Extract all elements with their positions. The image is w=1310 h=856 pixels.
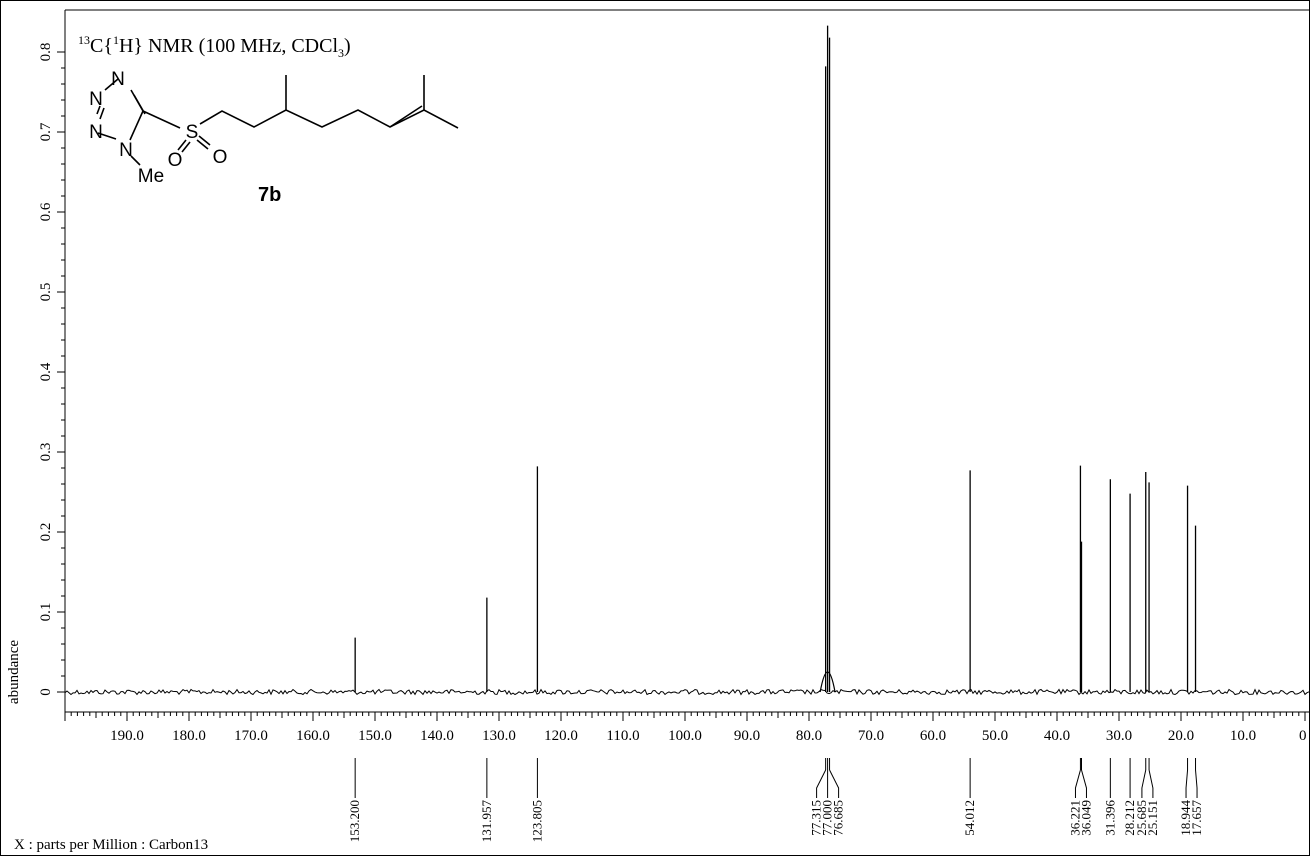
peak-label-text: 25.151 — [1145, 800, 1160, 836]
y-tick-label: 0.3 — [38, 443, 54, 462]
atom-n-top: N — [111, 69, 125, 90]
y-axis-label: abundance — [6, 640, 22, 704]
x-tick-label: 40.0 — [1044, 728, 1070, 744]
title-isotope: 13 — [78, 33, 90, 47]
peak-label-text: 25.685 — [1134, 800, 1149, 836]
x-axis-label: X : parts per Million : Carbon13 — [14, 837, 208, 853]
y-axis-ticks: 0 0.1 0.2 0.3 0.4 0.5 0.6 0.7 0.8 — [38, 43, 65, 696]
chart-title: 13C{1H} NMR (100 MHz, CDCl3) — [78, 33, 351, 60]
x-tick-label: 0 — [1299, 728, 1307, 744]
x-tick-label: 50.0 — [982, 728, 1008, 744]
peak-label-text: 131.957 — [479, 800, 494, 843]
methyl-label: Me — [138, 166, 164, 187]
peak-label-text: 36.221 — [1067, 800, 1082, 836]
title-h-isotope: 1 — [113, 33, 119, 47]
y-tick-label: 0 — [38, 688, 54, 696]
peak-label-connector — [1185, 769, 1189, 798]
x-tick-label: 180.0 — [172, 728, 206, 744]
x-tick-label: 100.0 — [668, 728, 702, 744]
peak-label-text: 77.315 — [809, 800, 824, 836]
peak-label-text: 17.657 — [1189, 800, 1204, 836]
title-part-c: ) — [344, 35, 351, 57]
peak-label-connector — [1074, 769, 1081, 798]
y-tick-label: 0.8 — [38, 43, 54, 62]
peak-label-text: 31.396 — [1102, 800, 1117, 836]
y-tick-label: 0.5 — [38, 283, 54, 302]
x-tick-label: 60.0 — [920, 728, 946, 744]
compound-label: 7b — [258, 184, 281, 206]
atom-s: S — [186, 122, 199, 143]
x-tick-label: 140.0 — [420, 728, 454, 744]
x-tick-label: 120.0 — [544, 728, 578, 744]
x-tick-label: 20.0 — [1168, 728, 1194, 744]
peak-label-connector — [829, 769, 840, 798]
structure-atom-labels: N N N N S O O Me — [89, 69, 227, 187]
x-tick-label: 190.0 — [110, 728, 144, 744]
chemical-structure — [96, 75, 459, 166]
atom-n-upper-left: N — [89, 89, 103, 110]
peak-label-text: 28.212 — [1122, 800, 1137, 836]
peak-label-connector — [816, 769, 827, 798]
y-tick-label: 0.2 — [38, 523, 54, 542]
x-tick-label: 70.0 — [858, 728, 884, 744]
x-tick-label: 130.0 — [482, 728, 516, 744]
baseline-noise — [64, 688, 1310, 696]
peak-label-text: 77.000 — [820, 800, 835, 836]
atom-o-left: O — [168, 150, 183, 171]
peak-label-connector — [1195, 769, 1198, 798]
atom-n-methyl: N — [119, 140, 133, 161]
atom-o-right: O — [213, 147, 228, 168]
x-tick-label: 160.0 — [296, 728, 330, 744]
x-tick-label: 110.0 — [606, 728, 639, 744]
x-tick-label: 30.0 — [1106, 728, 1132, 744]
title-subscript: 3 — [338, 46, 344, 60]
peak-label-text: 76.685 — [831, 800, 846, 836]
peak-label-connector — [1081, 769, 1087, 798]
x-tick-label: 10.0 — [1230, 728, 1256, 744]
title-part-a: C{ — [90, 35, 113, 57]
y-tick-label: 0.4 — [38, 362, 54, 381]
title-part-b: H} NMR (100 MHz, CDCl — [119, 35, 338, 57]
peak-label-connector — [1148, 769, 1154, 798]
peak-label-connector — [1141, 769, 1147, 798]
spectrum-trace — [64, 25, 1310, 696]
x-axis-ticks: 190.0 180.0 170.0 160.0 150.0 140.0 130.0 120.0… — [64, 712, 1307, 744]
peak-label-text: 123.805 — [529, 800, 544, 842]
peak-label-text: 153.200 — [347, 800, 362, 842]
peak-label-text: 36.049 — [1078, 800, 1093, 836]
x-tick-label: 80.0 — [796, 728, 822, 744]
y-tick-label: 0.7 — [38, 122, 54, 141]
y-tick-label: 0.1 — [38, 603, 54, 622]
x-tick-label: 150.0 — [358, 728, 392, 744]
y-tick-label: 0.6 — [38, 202, 54, 221]
peak-label-text: 18.944 — [1178, 800, 1193, 836]
x-tick-label: 90.0 — [734, 728, 760, 744]
atom-n-lower-left: N — [89, 122, 103, 143]
peak-label-text: 54.012 — [962, 800, 977, 836]
x-tick-label: 170.0 — [234, 728, 268, 744]
